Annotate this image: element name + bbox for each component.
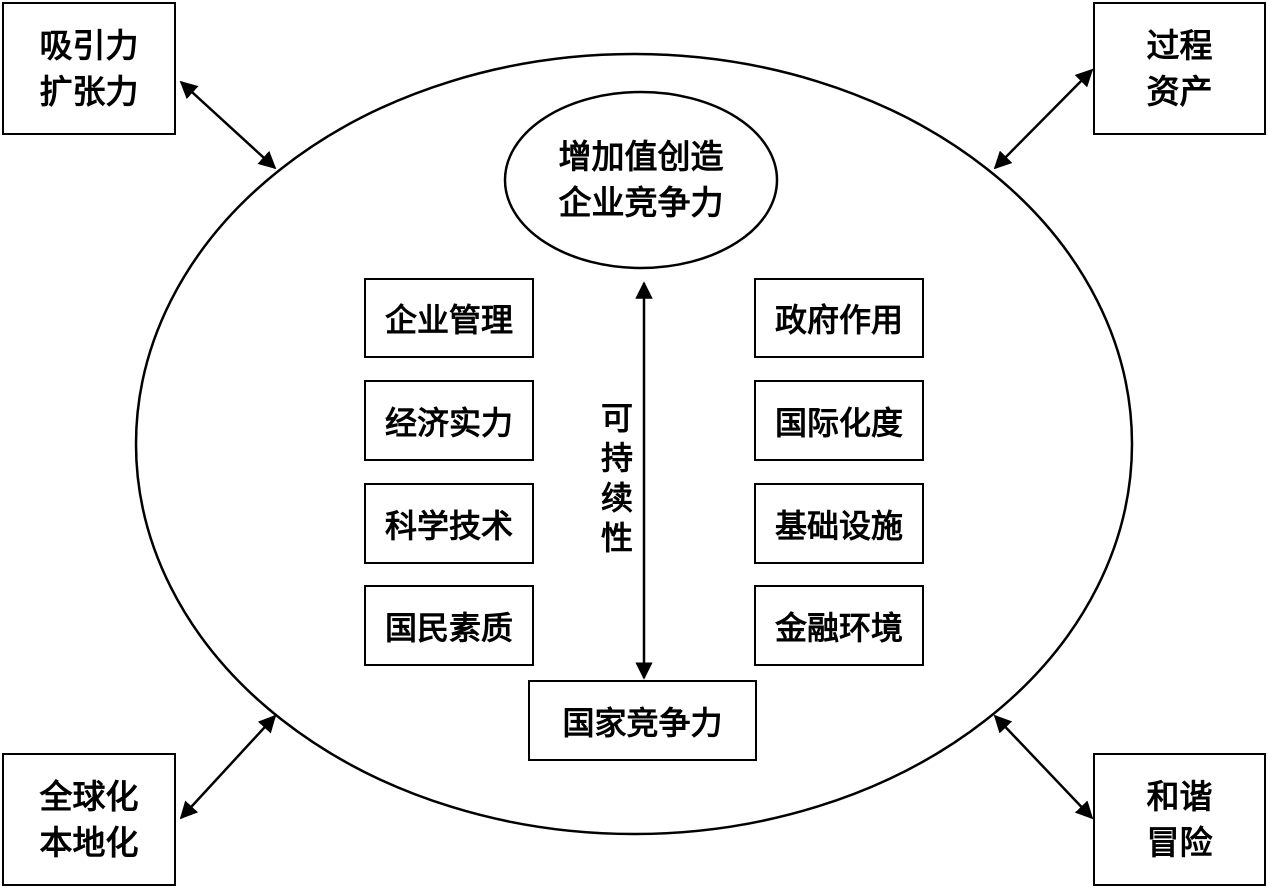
right-factor-box-3: 基础设施 xyxy=(754,483,924,564)
arrow-top-right xyxy=(993,68,1094,170)
sustainability-char-4: 性 xyxy=(600,519,633,557)
outer-ellipse xyxy=(134,52,1134,836)
sustainability-char-3: 续 xyxy=(600,479,633,517)
corner-top-right-line-2: 资产 xyxy=(1146,71,1213,111)
corner-top-left-line-2: 扩张力 xyxy=(39,71,139,111)
right-factor-label-3: 基础设施 xyxy=(774,506,903,545)
left-factor-label-4: 国民素质 xyxy=(384,608,513,647)
corner-top-left-line-1: 吸引力 xyxy=(39,25,139,65)
national-competitiveness-label: 国家竞争力 xyxy=(562,703,723,742)
arrow-bottom-left xyxy=(179,714,277,820)
core-label: 增加值创造 企业竞争力 xyxy=(505,92,777,268)
national-competitiveness-box: 国家竞争力 xyxy=(528,680,757,761)
left-factor-box-1: 企业管理 xyxy=(364,278,534,358)
arrow-top-left xyxy=(179,80,277,170)
left-factor-box-2: 经济实力 xyxy=(364,380,534,461)
core-label-line-2: 企业竞争力 xyxy=(558,183,724,222)
arrow-bottom-right xyxy=(993,714,1094,820)
right-factor-box-4: 金融环境 xyxy=(754,585,924,666)
right-factor-label-1: 政府作用 xyxy=(774,301,903,339)
core-label-line-1: 增加值创造 xyxy=(558,137,724,176)
corner-bottom-left-line-1: 全球化 xyxy=(39,776,139,816)
left-factor-label-1: 企业管理 xyxy=(384,301,513,339)
right-factor-box-2: 国际化度 xyxy=(754,380,924,461)
corner-bottom-right-line-1: 和谐 xyxy=(1146,776,1213,816)
left-factor-box-3: 科学技术 xyxy=(364,483,534,564)
corner-box-bottom-left: 全球化 本地化 xyxy=(2,753,176,886)
sustainability-label: 可 持 续 性 xyxy=(597,398,637,558)
corner-bottom-right-line-2: 冒险 xyxy=(1146,822,1213,862)
corner-bottom-left-line-2: 本地化 xyxy=(39,822,139,862)
corner-box-bottom-right: 和谐 冒险 xyxy=(1093,753,1266,886)
right-factor-label-2: 国际化度 xyxy=(774,403,903,442)
left-factor-label-3: 科学技术 xyxy=(384,506,513,545)
corner-box-top-right: 过程 资产 xyxy=(1093,2,1266,135)
left-factor-box-4: 国民素质 xyxy=(364,585,534,666)
right-factor-box-1: 政府作用 xyxy=(754,278,924,358)
sustainability-char-1: 可 xyxy=(600,399,633,437)
sustainability-char-2: 持 xyxy=(600,439,633,477)
corner-top-right-line-1: 过程 xyxy=(1146,25,1213,65)
corner-box-top-left: 吸引力 扩张力 xyxy=(2,2,176,135)
core-ellipse xyxy=(503,90,779,270)
left-factor-label-2: 经济实力 xyxy=(384,403,513,442)
right-factor-label-4: 金融环境 xyxy=(774,608,903,647)
